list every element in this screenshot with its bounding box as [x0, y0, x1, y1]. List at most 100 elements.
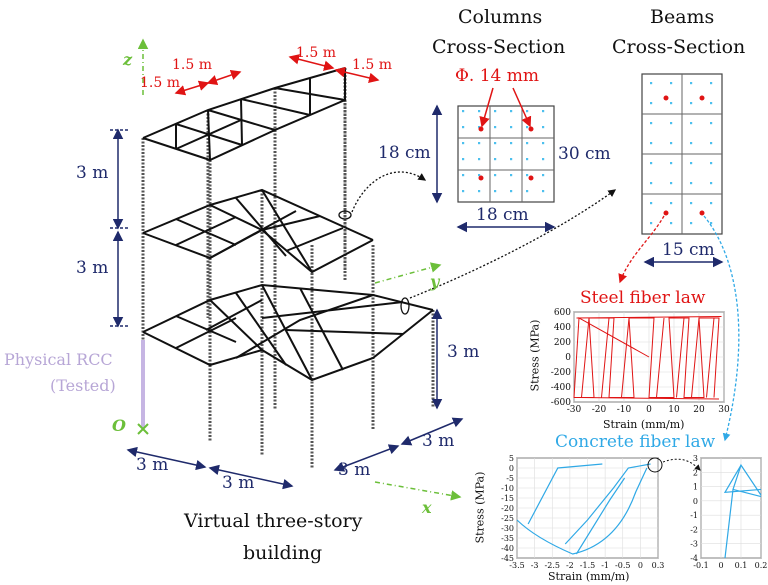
steel-plot-title: Steel fiber law: [580, 288, 706, 308]
column-fiber: [510, 126, 513, 129]
beam-fiber: [670, 182, 673, 185]
tick-label: -1: [690, 511, 698, 520]
bay-label-1: 3 m: [136, 455, 169, 475]
second-floor-level: [142, 188, 374, 274]
beam-fiber: [670, 202, 673, 205]
tick-label: 0: [646, 405, 652, 415]
beam-section-marker: [400, 297, 410, 315]
tick-label: 0: [638, 561, 643, 570]
tick-label: -2: [566, 561, 574, 570]
column-fiber: [494, 110, 497, 113]
tick-label: -25: [501, 514, 514, 523]
building-columns: [141, 68, 435, 468]
beam-fiber: [650, 82, 653, 85]
beam-fiber: [650, 182, 653, 185]
column-fiber: [462, 110, 465, 113]
column-fiber: [542, 142, 545, 145]
tick-label: -1.5: [580, 561, 595, 570]
beam-fiber: [670, 82, 673, 85]
tick-label: 5: [509, 454, 514, 463]
column-height-label: 18 cm: [378, 143, 431, 163]
tick-label: -1: [601, 561, 609, 570]
columns-header-line2: Cross-Section: [432, 36, 566, 58]
column-fiber: [462, 158, 465, 161]
tick-label: -30: [501, 524, 514, 533]
column-fiber: [478, 190, 481, 193]
tick-label: -2: [690, 525, 698, 534]
tick-label: -20: [501, 504, 514, 513]
tick-label: 2: [693, 468, 698, 477]
column-fiber: [510, 174, 513, 177]
beam-fiber: [690, 122, 693, 125]
origin-marker: [137, 423, 149, 435]
beam-fiber: [710, 122, 713, 125]
physical-tested-label: (Tested): [50, 376, 116, 395]
story-height-label-top: 3 m: [76, 163, 109, 183]
tick-label: -5: [506, 474, 514, 483]
roof-level: [142, 67, 346, 162]
column-fiber: [478, 126, 481, 129]
column-fiber: [478, 174, 481, 177]
caption-line1: Virtual three-story: [184, 510, 363, 532]
column-fiber: [526, 110, 529, 113]
beam-fiber: [690, 162, 693, 165]
building-dimensions: [110, 128, 464, 490]
concrete-plot-xlabel: Strain (mm/m): [548, 570, 630, 583]
beam-fiber: [710, 142, 713, 145]
column-fiber: [542, 126, 545, 129]
column-fiber: [494, 174, 497, 177]
concrete-plot-title: Concrete fiber law: [555, 432, 716, 452]
spacing-label-4: 1.5 m: [352, 57, 392, 73]
beam-width-label: 15 cm: [662, 240, 715, 260]
coordinate-axes: [137, 38, 462, 501]
column-fiber: [526, 190, 529, 193]
tick-label: -2.5: [545, 561, 560, 570]
column-fiber: [494, 158, 497, 161]
beam-fiber: [710, 222, 713, 225]
beam-fiber: [670, 222, 673, 225]
beam-cross-section: [618, 73, 740, 442]
spacing-dimensions: [174, 54, 380, 96]
spacing-label-1: 1.5 m: [172, 57, 212, 73]
story-height-label-middle: 3 m: [76, 258, 109, 278]
tick-label: 0.2: [755, 561, 768, 570]
tick-label: -200: [551, 368, 571, 378]
column-fiber: [510, 190, 513, 193]
column-fiber: [510, 158, 513, 161]
story-height-label-ground: 3 m: [447, 342, 480, 362]
column-fiber: [462, 174, 465, 177]
column-fiber: [542, 158, 545, 161]
column-fiber: [526, 158, 529, 161]
tick-label: 0: [693, 497, 698, 506]
beam-fiber: [690, 202, 693, 205]
tick-label: 0: [565, 353, 571, 363]
column-fiber: [478, 110, 481, 113]
tick-label: -10: [501, 484, 514, 493]
tick-label: -30: [567, 405, 582, 415]
tick-label: -3: [531, 561, 539, 570]
beam-fiber: [690, 142, 693, 145]
x-axis-label: x: [422, 498, 432, 517]
beam-fiber: [650, 122, 653, 125]
tick-label: -600: [551, 398, 571, 408]
column-fiber: [542, 110, 545, 113]
tick-label: 0.3: [652, 561, 665, 570]
tick-label: -35: [501, 534, 514, 543]
first-floor-level: [142, 283, 434, 382]
column-fiber: [462, 126, 465, 129]
physical-rcc-label: Physical RCC: [4, 350, 113, 369]
column-fiber: [462, 190, 465, 193]
column-fiber: [526, 174, 529, 177]
column-fiber: [526, 126, 529, 129]
columns-header-line1: Columns: [458, 6, 543, 28]
column-fiber: [494, 142, 497, 145]
beam-fiber: [690, 82, 693, 85]
beam-fiber: [710, 182, 713, 185]
beam-fiber: [710, 82, 713, 85]
tick-label: -45: [501, 554, 514, 563]
beam-fiber: [650, 162, 653, 165]
column-fiber: [542, 190, 545, 193]
